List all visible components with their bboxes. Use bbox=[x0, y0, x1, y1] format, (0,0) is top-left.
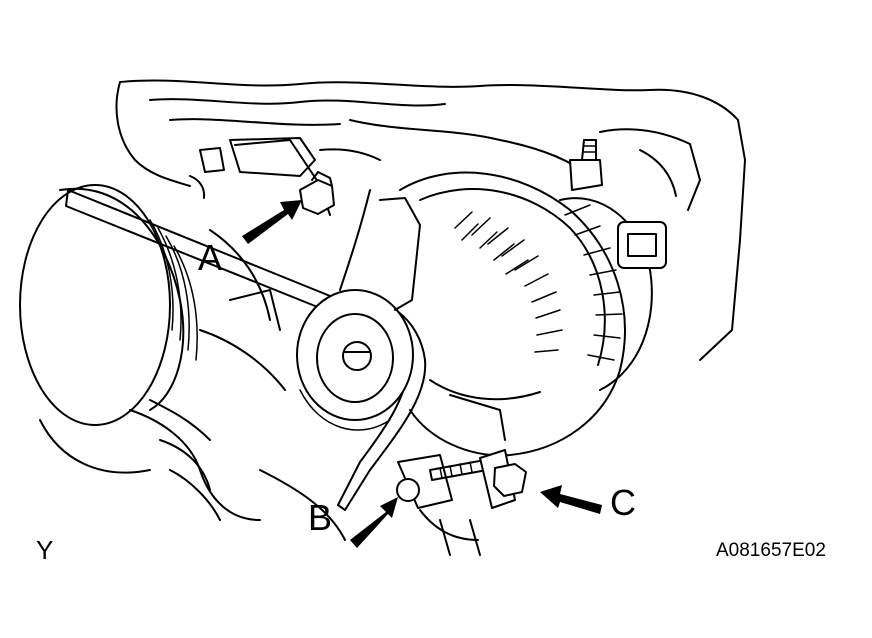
bolt-b bbox=[396, 454, 453, 509]
arrow-a bbox=[242, 200, 302, 244]
lower-bracket bbox=[169, 469, 481, 556]
arrow-c bbox=[540, 485, 602, 514]
illustration-code: A081657E02 bbox=[716, 540, 826, 561]
bolt-c bbox=[479, 449, 527, 509]
connector bbox=[617, 221, 667, 269]
crankshaft-pulley bbox=[19, 184, 261, 521]
engine-block bbox=[115, 79, 746, 361]
arrow-b bbox=[350, 497, 398, 548]
callout-c-label: C bbox=[610, 482, 636, 523]
view-marker: Y bbox=[36, 535, 53, 565]
alternator-pulley bbox=[296, 289, 414, 431]
bolt-a bbox=[299, 171, 335, 215]
callout-b-label: B bbox=[308, 497, 332, 538]
alternator-body bbox=[149, 139, 667, 457]
terminal-stud bbox=[569, 159, 603, 191]
callout-a-label: A bbox=[198, 237, 222, 278]
